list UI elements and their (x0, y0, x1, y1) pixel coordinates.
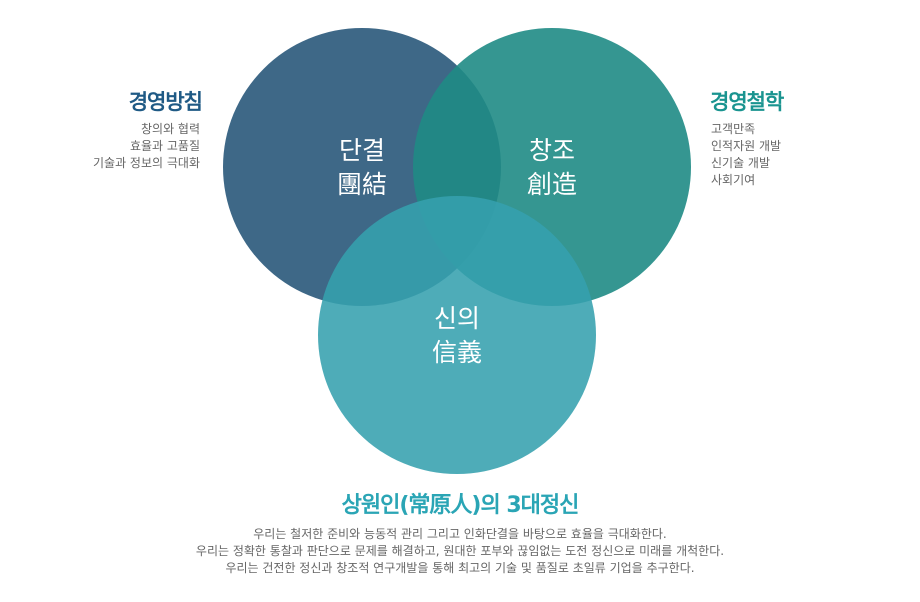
description-line: 우리는 철저한 준비와 능동적 관리 그리고 인화단결을 바탕으로 효율을 극대… (253, 527, 667, 541)
management-philosophy-list: 고객만족 인적자원 개발 신기술 개발 사회기여 (711, 121, 781, 189)
faith-hanja: 信義 (431, 338, 482, 367)
description-line: 우리는 건전한 정신과 창조적 연구개발을 통해 최고의 기술 및 품질로 초일… (225, 561, 695, 575)
unity-hanja: 團結 (336, 170, 387, 199)
creation-ko: 창조 (528, 136, 575, 165)
circle-faith (318, 196, 596, 474)
list-item: 인적자원 개발 (711, 139, 782, 153)
circle-creation-label: 창조 創造 (492, 134, 612, 202)
creation-hanja: 創造 (526, 170, 577, 199)
list-item: 신기술 개발 (711, 156, 771, 170)
list-item: 고객만족 (711, 122, 756, 136)
faith-ko: 신의 (433, 304, 480, 333)
list-item: 사회기여 (711, 173, 756, 187)
description-line: 우리는 정확한 통찰과 판단으로 문제를 해결하고, 원대한 포부와 끊임없는 … (195, 544, 725, 558)
list-item: 효율과 고품질 (129, 139, 200, 153)
list-item: 창의와 협력 (140, 122, 200, 136)
three-spirits-description: 우리는 철저한 준비와 능동적 관리 그리고 인화단결을 바탕으로 효율을 극대… (0, 526, 920, 577)
management-philosophy-title: 경영철학 (710, 90, 784, 114)
management-policy-list: 창의와 협력 효율과 고품질 기술과 정보의 극대화 (93, 121, 200, 172)
management-policy-title: 경영방침 (128, 90, 203, 114)
circle-unity-label: 단결 團結 (302, 134, 422, 202)
circle-faith-label: 신의 信義 (397, 302, 517, 370)
three-spirits-title: 상원인(常原人)의 3대정신 (341, 493, 580, 518)
list-item: 기술과 정보의 극대화 (93, 156, 200, 170)
unity-ko: 단결 (338, 136, 385, 165)
